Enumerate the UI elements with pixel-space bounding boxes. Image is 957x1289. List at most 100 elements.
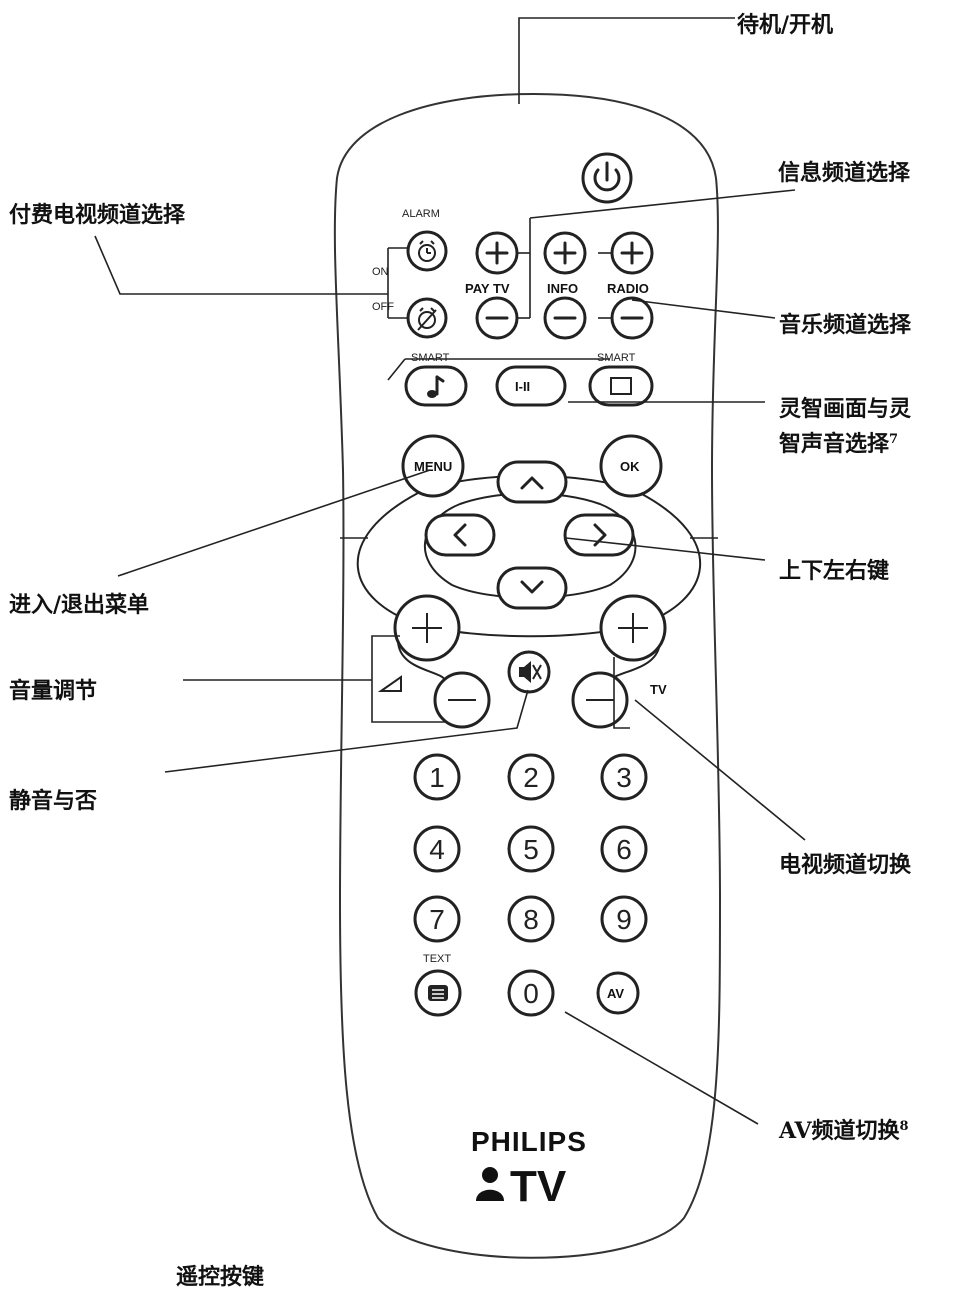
text-label: TEXT (423, 953, 451, 965)
leader-pay-tv (94, 235, 388, 295)
radio-minus-button[interactable] (610, 296, 654, 340)
mute-speaker-icon (519, 661, 542, 683)
smart-sound-label: SMART (411, 352, 450, 364)
leader-arrows (565, 537, 766, 561)
callout-arrows: 上下左右键 (779, 558, 889, 584)
brand-tv: TV (510, 1162, 567, 1211)
left-button[interactable] (424, 513, 496, 557)
plus-icon (618, 613, 648, 643)
brand-name: PHILIPS (471, 1126, 587, 1157)
alarm-label: ALARM (402, 208, 440, 220)
info-plus-button[interactable] (543, 231, 587, 275)
power-button[interactable] (581, 152, 633, 204)
digit-button-1[interactable]: 1 (413, 753, 461, 801)
digit-button-4[interactable]: 4 (413, 825, 461, 873)
pay-tv-plus-button[interactable] (475, 231, 519, 275)
leader-menu (117, 469, 431, 577)
callout-av: AV频道切换8 (778, 1118, 909, 1144)
philips-logo-icon (476, 1167, 504, 1201)
volume-wedge-icon (377, 675, 402, 692)
callout-info: 信息频道选择 (778, 160, 911, 186)
digit-button-5[interactable]: 5 (507, 825, 555, 873)
digit-label: 1 (429, 762, 445, 793)
teletext-icon (428, 985, 448, 1001)
callout-smart-line1: 灵智画面与灵 (779, 396, 911, 422)
leader-channel-line (634, 699, 806, 841)
dual-sound-label: I-II (515, 379, 530, 394)
callout-mute: 静音与否 (9, 788, 97, 814)
dual-sound-button[interactable]: I-II (495, 365, 567, 407)
pay-tv-label: PAY TV (465, 281, 510, 296)
digit-label: 5 (523, 834, 539, 865)
callout-smart-line2: 智声音选择7 (779, 431, 898, 457)
alarm-off-button[interactable] (406, 297, 448, 339)
leader-radio (631, 299, 776, 319)
music-note-icon (427, 375, 445, 398)
callout-smart-text: 智声音选择 (779, 431, 890, 457)
volume-up-button[interactable] (393, 594, 461, 662)
callout-av-note: 8 (900, 1119, 909, 1134)
menu-button[interactable]: MENU (401, 434, 465, 498)
channel-down-button[interactable] (571, 671, 629, 729)
digit-label: 7 (429, 904, 445, 935)
digit-label: 9 (616, 904, 632, 935)
radio-plus-button[interactable] (610, 231, 654, 275)
leader-volume-bracket (371, 635, 445, 723)
power-icon (593, 161, 621, 192)
callout-radio: 音乐频道选择 (779, 312, 912, 338)
chevron-left-icon (453, 523, 467, 547)
leader-smart-left (387, 358, 406, 381)
menu-label: MENU (414, 459, 452, 474)
ok-button[interactable]: OK (599, 434, 663, 498)
digit-button-9[interactable]: 9 (600, 895, 648, 943)
digit-button-2[interactable]: 2 (507, 753, 555, 801)
digit-label: 6 (616, 834, 632, 865)
picture-frame-icon (610, 377, 632, 395)
down-button[interactable] (496, 566, 568, 610)
info-minus-button[interactable] (543, 296, 587, 340)
chevron-up-icon (520, 476, 544, 490)
digit-button-6[interactable]: 6 (600, 825, 648, 873)
volume-rocker-outline (397, 639, 446, 681)
leader-info (529, 189, 796, 219)
av-label: AV (607, 986, 624, 1001)
leader-channel (613, 657, 630, 729)
smart-sound-button[interactable] (404, 365, 468, 407)
digit-label: 0 (523, 978, 539, 1009)
teletext-button[interactable] (414, 969, 462, 1017)
alarm-on-button[interactable] (406, 230, 448, 272)
smart-picture-label: SMART (597, 352, 636, 364)
digit-label: 8 (523, 904, 539, 935)
av-button[interactable]: AV (596, 971, 640, 1015)
volume-down-button[interactable] (433, 671, 491, 729)
pay-tv-minus-button[interactable] (475, 296, 519, 340)
plus-icon (485, 241, 509, 265)
digit-button-8[interactable]: 8 (507, 895, 555, 943)
smart-picture-button[interactable] (588, 365, 654, 407)
radio-label: RADIO (607, 281, 649, 296)
mute-button[interactable] (507, 650, 551, 694)
digit-label: 4 (429, 834, 445, 865)
info-label: INFO (547, 281, 578, 296)
alarm-off-label: OFF (372, 301, 394, 313)
up-button[interactable] (496, 460, 568, 504)
leader-av (564, 1011, 759, 1125)
alarm-off-icon (417, 307, 437, 331)
plus-icon (620, 241, 644, 265)
callout-channel: 电视频道切换 (779, 852, 912, 878)
tv-label: TV (650, 682, 667, 697)
right-button[interactable] (563, 513, 635, 557)
remote-body (333, 92, 722, 1259)
leader-standby (518, 17, 735, 104)
callout-av-text: AV频道切换 (778, 1118, 901, 1144)
channel-up-button[interactable] (599, 594, 667, 662)
digit-button-7[interactable]: 7 (413, 895, 461, 943)
digit-button-3[interactable]: 3 (600, 753, 648, 801)
callout-pay-tv: 付费电视频道选择 (9, 202, 186, 228)
callout-menu: 进入/退出菜单 (9, 592, 149, 618)
digit-button-0[interactable]: 0 (507, 969, 555, 1017)
callout-standby: 待机/开机 (737, 12, 833, 38)
ok-label: OK (620, 459, 640, 474)
callout-volume: 音量调节 (9, 678, 97, 704)
diagram-caption: 遥控按键 (176, 1264, 264, 1289)
